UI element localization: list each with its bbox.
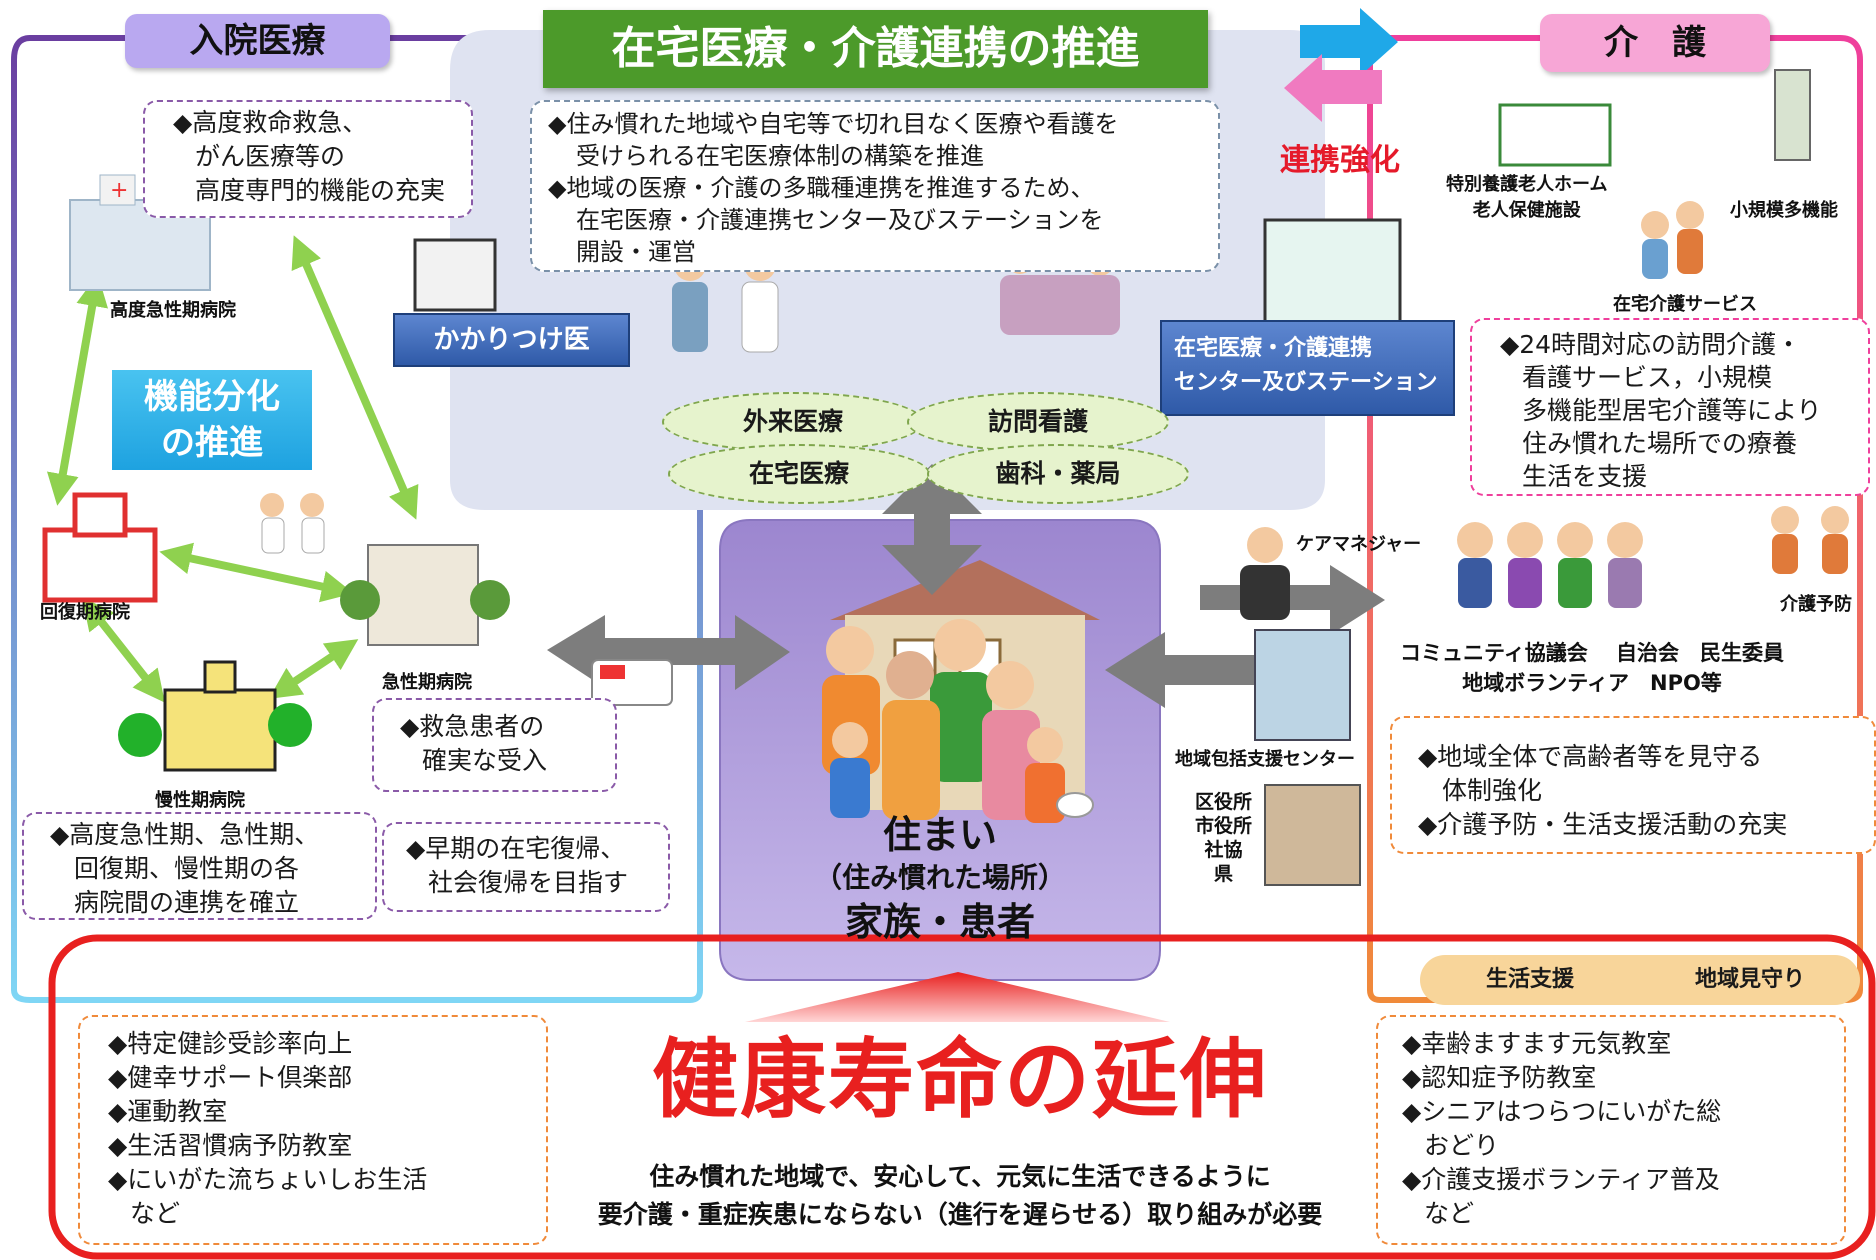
home-care-banner: 在宅医療・介護連携の推進 [543, 10, 1208, 88]
label-advanced-hospital: 高度急性期病院 [110, 300, 236, 321]
note-advanced-care: ◆高度救命救急、 がん医療等の 高度専門的機能の充実 [143, 100, 473, 218]
renkei-label: 連携強化 [1280, 143, 1400, 178]
center-line-family-patient: 家族・患者 [844, 900, 1035, 944]
note-coordination: ◆高度急性期、急性期、 回復期、慢性期の各 病院間の連携を確立 [22, 812, 377, 920]
health-frame [48, 934, 1876, 1260]
pill-bg [1420, 955, 1860, 1005]
health-subtitle: 住み慣れた地域で、安心して、元気に生活できるように 要介護・重症疾患にならない（… [597, 1162, 1323, 1229]
blue-arrow [1300, 8, 1398, 76]
house-roof [830, 560, 1100, 620]
label-recovery-hospital: 回復期病院 [40, 602, 130, 623]
pill-community-watch: 地域見守り [1694, 967, 1805, 992]
oval-visiting-nursing: 訪問看護 [907, 392, 1169, 452]
family-doctor-box: かかりつけ医 [393, 313, 630, 367]
function-split-box: 機能分化 の推進 [112, 370, 312, 470]
note-emergency: ◆救急患者の 確実な受入 [372, 698, 617, 792]
note-community-watch: ◆地域全体で高齢者等を見守る 体制強化 ◆介護予防・生活支援活動の充実 [1390, 716, 1876, 854]
health-left-list: ◆特定健診受診率向上 ◆健幸サポート倶楽部 ◆運動教室 ◆生活習慣病予防教室 ◆… [78, 1015, 548, 1245]
center-line-residence: 住まい [882, 813, 997, 857]
gray-arrows [547, 464, 1385, 708]
center-line-familiar-place: （住み慣れた場所） [813, 861, 1066, 894]
pink-arrow [1284, 54, 1382, 122]
oval-outpatient: 外来医療 [662, 392, 924, 452]
green-arrows [46, 235, 419, 703]
label-community: コミュニティ協議会 自治会 民生委員 地域ボランティア NPO等 [1400, 641, 1785, 695]
coordination-center-box: 在宅医療・介護連携 センター及びステーション [1160, 320, 1455, 416]
note-home-care: ◆住み慣れた地域や自宅等で切れ目なく医療や看護を 受けられる在宅医療体制の構築を… [530, 100, 1220, 272]
oval-home-medical: 在宅医療 [668, 444, 930, 504]
care-tab: 介 護 [1540, 14, 1770, 72]
label-offices: 区役所 市役所 社協 県 [1195, 791, 1253, 885]
inpatient-tab: 入院医療 [125, 14, 390, 68]
health-title: 健康寿命の延伸 [652, 1030, 1268, 1130]
label-small-multi: 小規模多機能 [1730, 200, 1838, 221]
family-figures [822, 619, 1094, 823]
oval-dental-pharmacy: 歯科・薬局 [927, 444, 1189, 504]
label-nursing-facility: 特別養護老人ホーム 老人保健施設 [1446, 174, 1608, 221]
svg-text:+: + [110, 178, 128, 203]
label-support-center: 地域包括支援センター [1175, 749, 1355, 770]
label-care-manager: ケアマネジャー [1296, 534, 1422, 555]
pill-life-support: 生活支援 [1485, 967, 1574, 992]
health-triangle [745, 972, 1170, 1022]
label-chronic-hospital: 慢性期病院 [155, 790, 245, 811]
building-icons: + [42, 69, 1849, 886]
health-right-list: ◆幸齢ますます元気教室 ◆認知症予防教室 ◆シニアはつらつにいがた総 おどり ◆… [1376, 1015, 1846, 1245]
label-acute-hospital: 急性期病院 [382, 672, 472, 693]
center-label: 住まい （住み慣れた場所） 家族・患者 [720, 812, 1160, 946]
note-24h-service: ◆24時間対応の訪問介護・ 看護サービス，小規模 多機能型居宅介護等により 住み… [1470, 318, 1870, 496]
label-prevention: 介護予防 [1780, 594, 1852, 615]
label-home-care-service: 在宅介護サービス [1613, 294, 1757, 315]
note-early-return: ◆早期の在宅復帰、 社会復帰を目指す [382, 822, 670, 912]
care-frame [1367, 35, 1863, 1003]
